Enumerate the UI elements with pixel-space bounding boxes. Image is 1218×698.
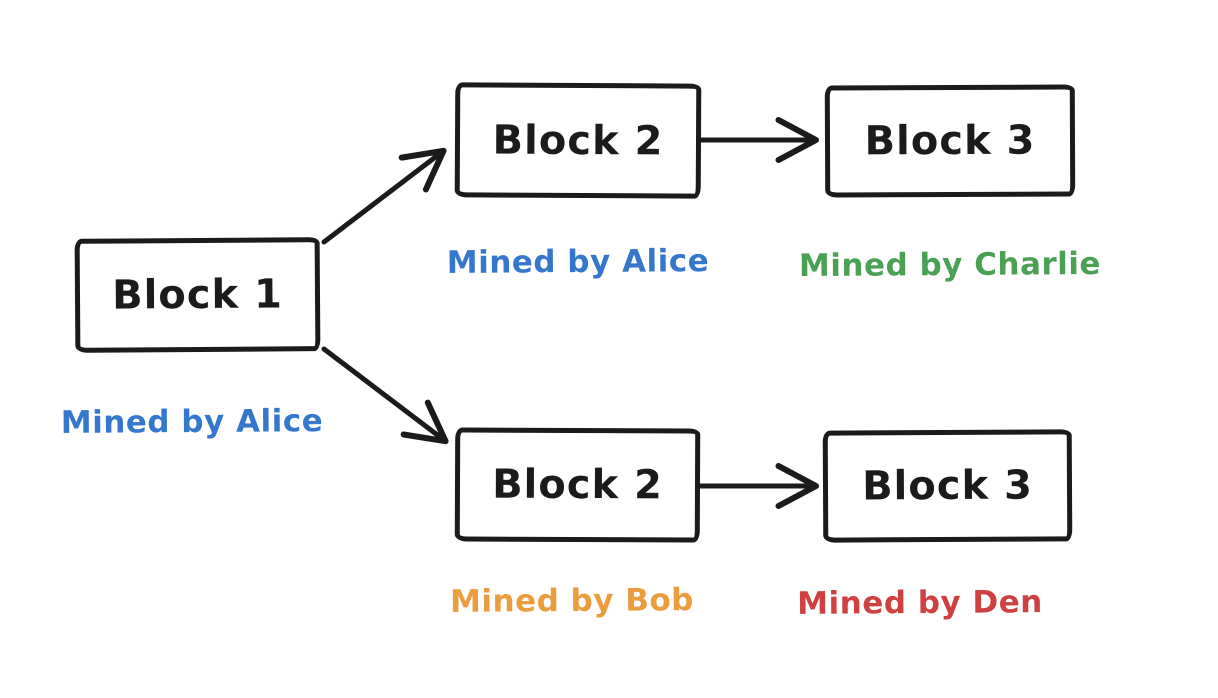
block-2-top-node: Block 2 <box>454 82 702 199</box>
block-1-label: Block 1 <box>111 271 284 319</box>
miner-label-block3-bottom: Mined by Den <box>797 584 1043 622</box>
miner-label-block1: Mined by Alice <box>60 403 324 441</box>
miner-label-block2-bottom: Mined by Bob <box>449 582 695 620</box>
block-3-top-label: Block 3 <box>864 117 1036 165</box>
block-3-bottom-label: Block 3 <box>862 462 1033 510</box>
block-2-bottom-label: Block 2 <box>492 461 663 509</box>
block-3-top-node: Block 3 <box>824 84 1076 198</box>
block-2-top-label: Block 2 <box>492 117 664 164</box>
block-2-bottom-node: Block 2 <box>454 427 701 543</box>
block-3-bottom-node: Block 3 <box>822 429 1073 543</box>
block-1-node: Block 1 <box>74 237 321 353</box>
arrow-block1-to-block2-top <box>321 147 447 245</box>
miner-label-block3-top: Mined by Charlie <box>798 245 1102 285</box>
miner-label-block2-top: Mined by Alice <box>446 243 710 281</box>
